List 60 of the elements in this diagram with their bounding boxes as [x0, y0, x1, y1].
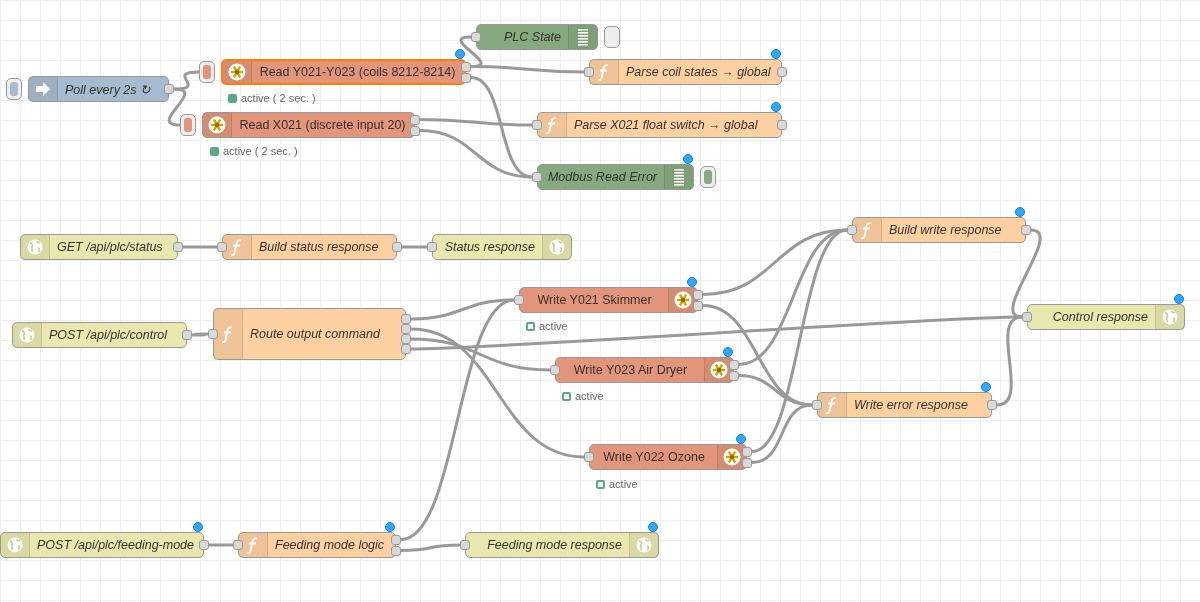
wire: [419, 129, 533, 179]
wire: [410, 337, 551, 372]
node-label: Feeding mode response: [487, 538, 622, 552]
write-node: [584, 444, 752, 470]
debug-node: [532, 164, 717, 190]
function-node: [532, 112, 787, 138]
wire: [410, 327, 585, 459]
wire: [192, 332, 208, 337]
http-in-node: [0, 532, 209, 558]
node-label: Parse coil states → global: [626, 65, 771, 79]
wire: [751, 403, 813, 464]
wire: [209, 543, 233, 547]
status-text: active: [575, 390, 604, 402]
wire: [173, 70, 200, 91]
node-label: Build status response: [259, 240, 379, 254]
wire: [400, 298, 515, 541]
node-label: Write error response: [854, 398, 968, 412]
wire: [168, 87, 186, 127]
wire: [471, 65, 584, 74]
node-label: Build write response: [889, 223, 1002, 237]
inject-node: [6, 76, 174, 102]
read-node: [180, 112, 420, 138]
node-label: PLC State: [504, 30, 561, 44]
wire: [400, 543, 461, 552]
write-node: [514, 287, 703, 313]
node-label: Feeding mode logic: [275, 538, 385, 552]
node-label: Write Y022 Ozone: [603, 450, 705, 464]
status-text: active: [609, 478, 638, 490]
node-label: Write Y023 Air Dryer: [573, 363, 688, 377]
wire: [183, 245, 217, 249]
node-label: Parse X021 float switch → global: [574, 118, 758, 132]
wire: [459, 35, 483, 68]
status-text: active: [539, 320, 568, 332]
node-label: Read Y021-Y023 (coils 8212-8214): [259, 65, 456, 79]
function-node: [233, 532, 401, 558]
function-node: [217, 234, 402, 260]
wire: [420, 118, 532, 127]
node-label: POST /api/plc/feeding-mode: [37, 538, 195, 552]
node-label: Poll every 2s ↻: [65, 81, 151, 97]
write-node: [550, 357, 739, 383]
function-node: [208, 308, 411, 360]
node-label: Write Y021 Skimmer: [537, 293, 652, 307]
function-node: [847, 217, 1031, 243]
status-text: active ( 2 sec. ): [241, 92, 316, 104]
node-label: Status response: [444, 240, 535, 254]
status-text: active ( 2 sec. ): [223, 145, 298, 157]
function-node: [812, 392, 997, 418]
wire: [751, 228, 848, 453]
node-label: Modbus Read Error: [547, 170, 657, 184]
node-label: POST /api/plc/control: [49, 328, 168, 342]
node-label: GET /api/plc/status: [57, 240, 163, 254]
function-node: [584, 59, 787, 85]
node-label: Route output command: [250, 327, 380, 341]
read-node: [199, 59, 471, 85]
debug-node: [471, 24, 621, 50]
wire: [402, 245, 427, 249]
wire: [738, 374, 813, 407]
node-label: Control response: [1052, 310, 1148, 324]
node-label: Read X021 (discrete input 20): [239, 118, 406, 132]
wire: [1011, 228, 1042, 319]
